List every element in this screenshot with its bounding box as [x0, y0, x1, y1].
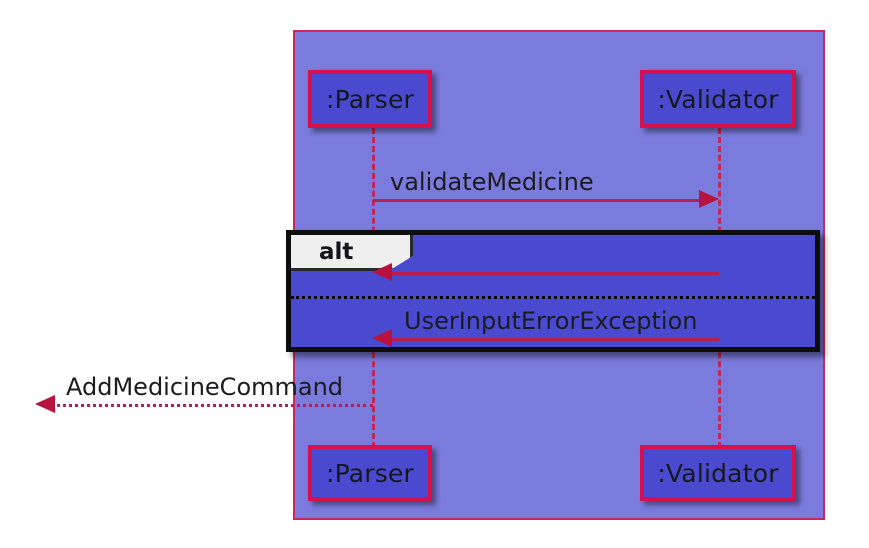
alt-fragment-tab: alt	[291, 235, 413, 271]
participant-label-parser-top: :Parser	[325, 84, 415, 114]
message-label-validate-medicine: validateMedicine	[390, 168, 594, 196]
message-arrowhead-add-medicine-command	[35, 395, 55, 413]
participant-label-validator-top: :Validator	[657, 84, 779, 114]
message-arrowhead-alt-return-1	[372, 263, 392, 281]
message-line-user-input-error-exception	[386, 338, 719, 341]
message-line-alt-return-1	[386, 272, 719, 275]
participant-box-validator-top[interactable]: :Validator	[640, 70, 796, 128]
message-line-add-medicine-command	[50, 404, 373, 407]
alt-fragment-divider	[291, 296, 815, 299]
participant-box-validator-bottom[interactable]: :Validator	[640, 445, 796, 501]
alt-fragment-label: alt	[319, 238, 354, 265]
message-label-user-input-error-exception: UserInputErrorException	[404, 307, 698, 335]
participant-label-parser-bottom: :Parser	[325, 458, 415, 488]
participant-box-parser-top[interactable]: :Parser	[308, 70, 432, 128]
message-arrowhead-validate-medicine	[699, 190, 719, 208]
message-arrowhead-user-input-error-exception	[372, 329, 392, 347]
message-label-add-medicine-command: AddMedicineCommand	[66, 373, 344, 401]
participant-box-parser-bottom[interactable]: :Parser	[308, 445, 432, 501]
participant-label-validator-bottom: :Validator	[657, 458, 779, 488]
message-line-validate-medicine	[373, 199, 700, 202]
